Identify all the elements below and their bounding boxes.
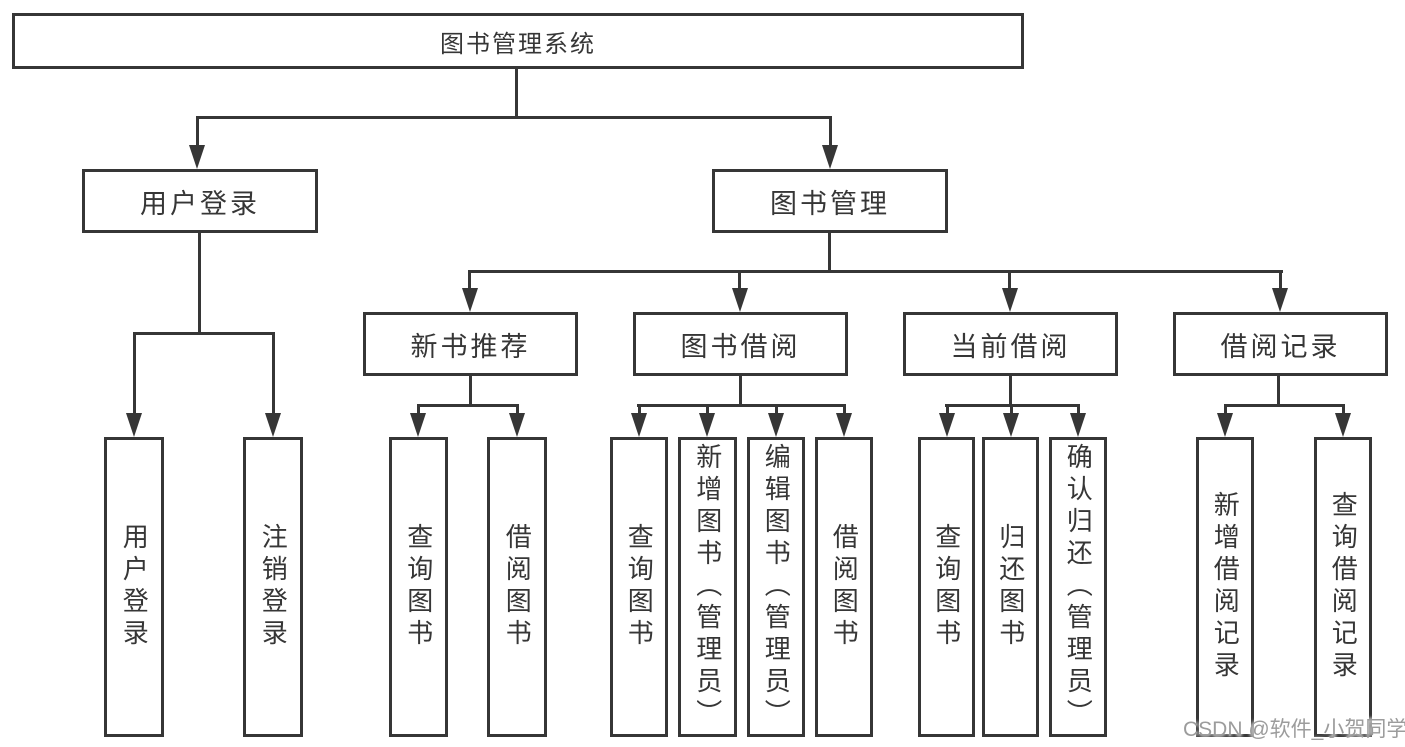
- node-user-login: 用户登录: [82, 169, 318, 233]
- node-root-label: 图书管理系统: [440, 30, 596, 58]
- leaf-logout: 注销登录: [243, 437, 303, 737]
- arrow-to-leaf-logout: [265, 413, 281, 437]
- arrow-to-nb-borrow: [509, 413, 525, 437]
- arrow-to-book-management: [822, 145, 838, 169]
- connector-to-borrow-records: [1279, 270, 1282, 290]
- leaf-current-confirm-return-admin-label: 确认归还（管理员）: [1063, 443, 1094, 731]
- arrow-to-bb-edit: [768, 413, 784, 437]
- connector-to-leaf-user-login: [133, 332, 136, 415]
- connector-to-cb-return: [1010, 404, 1013, 415]
- node-root: 图书管理系统: [12, 13, 1024, 69]
- connector-to-cb-confirm: [1077, 404, 1080, 415]
- connector-current-borrow-stem: [1009, 375, 1012, 407]
- leaf-current-return-books-label: 归还图书: [995, 523, 1026, 651]
- connector-borrow-records-branch: [1224, 404, 1345, 407]
- leaf-newbooks-query-books: 查询图书: [389, 437, 448, 737]
- node-book-borrow-label: 图书借阅: [680, 331, 801, 362]
- connector-to-nb-borrow: [516, 404, 519, 415]
- leaf-records-add-record-label: 新增借阅记录: [1210, 491, 1241, 683]
- connector-to-br-query: [1342, 404, 1345, 415]
- leaf-records-query-record-label: 查询借阅记录: [1328, 491, 1359, 683]
- arrow-to-new-book-recommend: [462, 288, 478, 312]
- leaf-records-add-record: 新增借阅记录: [1196, 437, 1254, 737]
- node-current-borrow: 当前借阅: [903, 312, 1118, 376]
- connector-book-management-branch: [469, 270, 1283, 273]
- leaf-borrow-edit-books-admin: 编辑图书（管理员）: [747, 437, 805, 737]
- connector-to-cb-query: [946, 404, 949, 415]
- leaf-current-query-books: 查询图书: [918, 437, 975, 737]
- connector-book-management-stem: [828, 232, 831, 272]
- arrow-to-br-add: [1217, 413, 1233, 437]
- leaf-borrow-query-books: 查询图书: [610, 437, 668, 737]
- connector-new-book-stem: [469, 375, 472, 407]
- connector-user-login-stem: [198, 232, 201, 334]
- connector-to-bb-add: [706, 404, 709, 415]
- node-new-book-recommend-label: 新书推荐: [410, 331, 531, 362]
- leaf-borrow-add-books-admin: 新增图书（管理员）: [678, 437, 737, 737]
- leaf-records-query-record: 查询借阅记录: [1314, 437, 1372, 737]
- connector-to-bb-query: [638, 404, 641, 415]
- arrow-to-user-login: [189, 145, 205, 169]
- node-new-book-recommend: 新书推荐: [363, 312, 578, 376]
- arrow-to-bb-borrow: [836, 413, 852, 437]
- arrow-to-current-borrow: [1002, 288, 1018, 312]
- connector-to-current-borrow: [1008, 270, 1011, 290]
- connector-book-borrow-branch: [637, 404, 846, 407]
- connector-to-new-book-recommend: [468, 270, 471, 290]
- leaf-borrow-borrow-books-label: 借阅图书: [829, 523, 860, 651]
- connector-to-br-add: [1224, 404, 1227, 415]
- arrow-to-bb-query: [631, 413, 647, 437]
- leaf-user-login: 用户登录: [104, 437, 164, 737]
- node-book-management: 图书管理: [712, 169, 948, 233]
- arrow-to-cb-confirm: [1070, 413, 1086, 437]
- connector-to-leaf-logout: [272, 332, 275, 415]
- connector-to-bb-borrow: [843, 404, 846, 415]
- arrow-to-cb-query: [939, 413, 955, 437]
- leaf-newbooks-borrow-books-label: 借阅图书: [502, 523, 533, 651]
- connector-root-stem: [515, 68, 518, 118]
- node-book-management-label: 图书管理: [770, 188, 890, 219]
- leaf-newbooks-borrow-books: 借阅图书: [487, 437, 547, 737]
- connector-root-to-user-login: [196, 116, 199, 148]
- node-borrow-records: 借阅记录: [1173, 312, 1388, 376]
- watermark: CSDN @软件_小贺同学: [1183, 718, 1405, 741]
- connector-user-login-branch: [133, 332, 275, 335]
- leaf-current-query-books-label: 查询图书: [931, 523, 962, 651]
- leaf-borrow-edit-books-admin-label: 编辑图书（管理员）: [761, 443, 792, 731]
- leaf-user-login-label: 用户登录: [119, 523, 150, 651]
- connector-book-borrow-stem: [739, 375, 742, 407]
- arrow-to-leaf-user-login: [126, 413, 142, 437]
- node-book-borrow: 图书借阅: [633, 312, 848, 376]
- node-borrow-records-label: 借阅记录: [1220, 331, 1341, 362]
- connector-to-book-borrow: [738, 270, 741, 290]
- node-user-login-label: 用户登录: [140, 188, 260, 219]
- leaf-borrow-query-books-label: 查询图书: [624, 523, 655, 651]
- leaf-logout-label: 注销登录: [258, 523, 289, 651]
- arrow-to-nb-query: [410, 413, 426, 437]
- connector-to-bb-edit: [775, 404, 778, 415]
- leaf-borrow-borrow-books: 借阅图书: [815, 437, 873, 737]
- connector-root-branch: [196, 116, 832, 119]
- arrow-to-book-borrow: [732, 288, 748, 312]
- arrow-to-br-query: [1335, 413, 1351, 437]
- connector-borrow-records-stem: [1277, 375, 1280, 407]
- connector-root-to-book-management: [829, 116, 832, 148]
- connector-new-book-branch: [417, 404, 519, 407]
- leaf-current-return-books: 归还图书: [982, 437, 1039, 737]
- node-current-borrow-label: 当前借阅: [950, 331, 1071, 362]
- leaf-borrow-add-books-admin-label: 新增图书（管理员）: [692, 443, 723, 731]
- connector-to-nb-query: [417, 404, 420, 415]
- arrow-to-bb-add: [699, 413, 715, 437]
- leaf-newbooks-query-books-label: 查询图书: [403, 523, 434, 651]
- leaf-current-confirm-return-admin: 确认归还（管理员）: [1049, 437, 1107, 737]
- arrow-to-borrow-records: [1272, 288, 1288, 312]
- arrow-to-cb-return: [1003, 413, 1019, 437]
